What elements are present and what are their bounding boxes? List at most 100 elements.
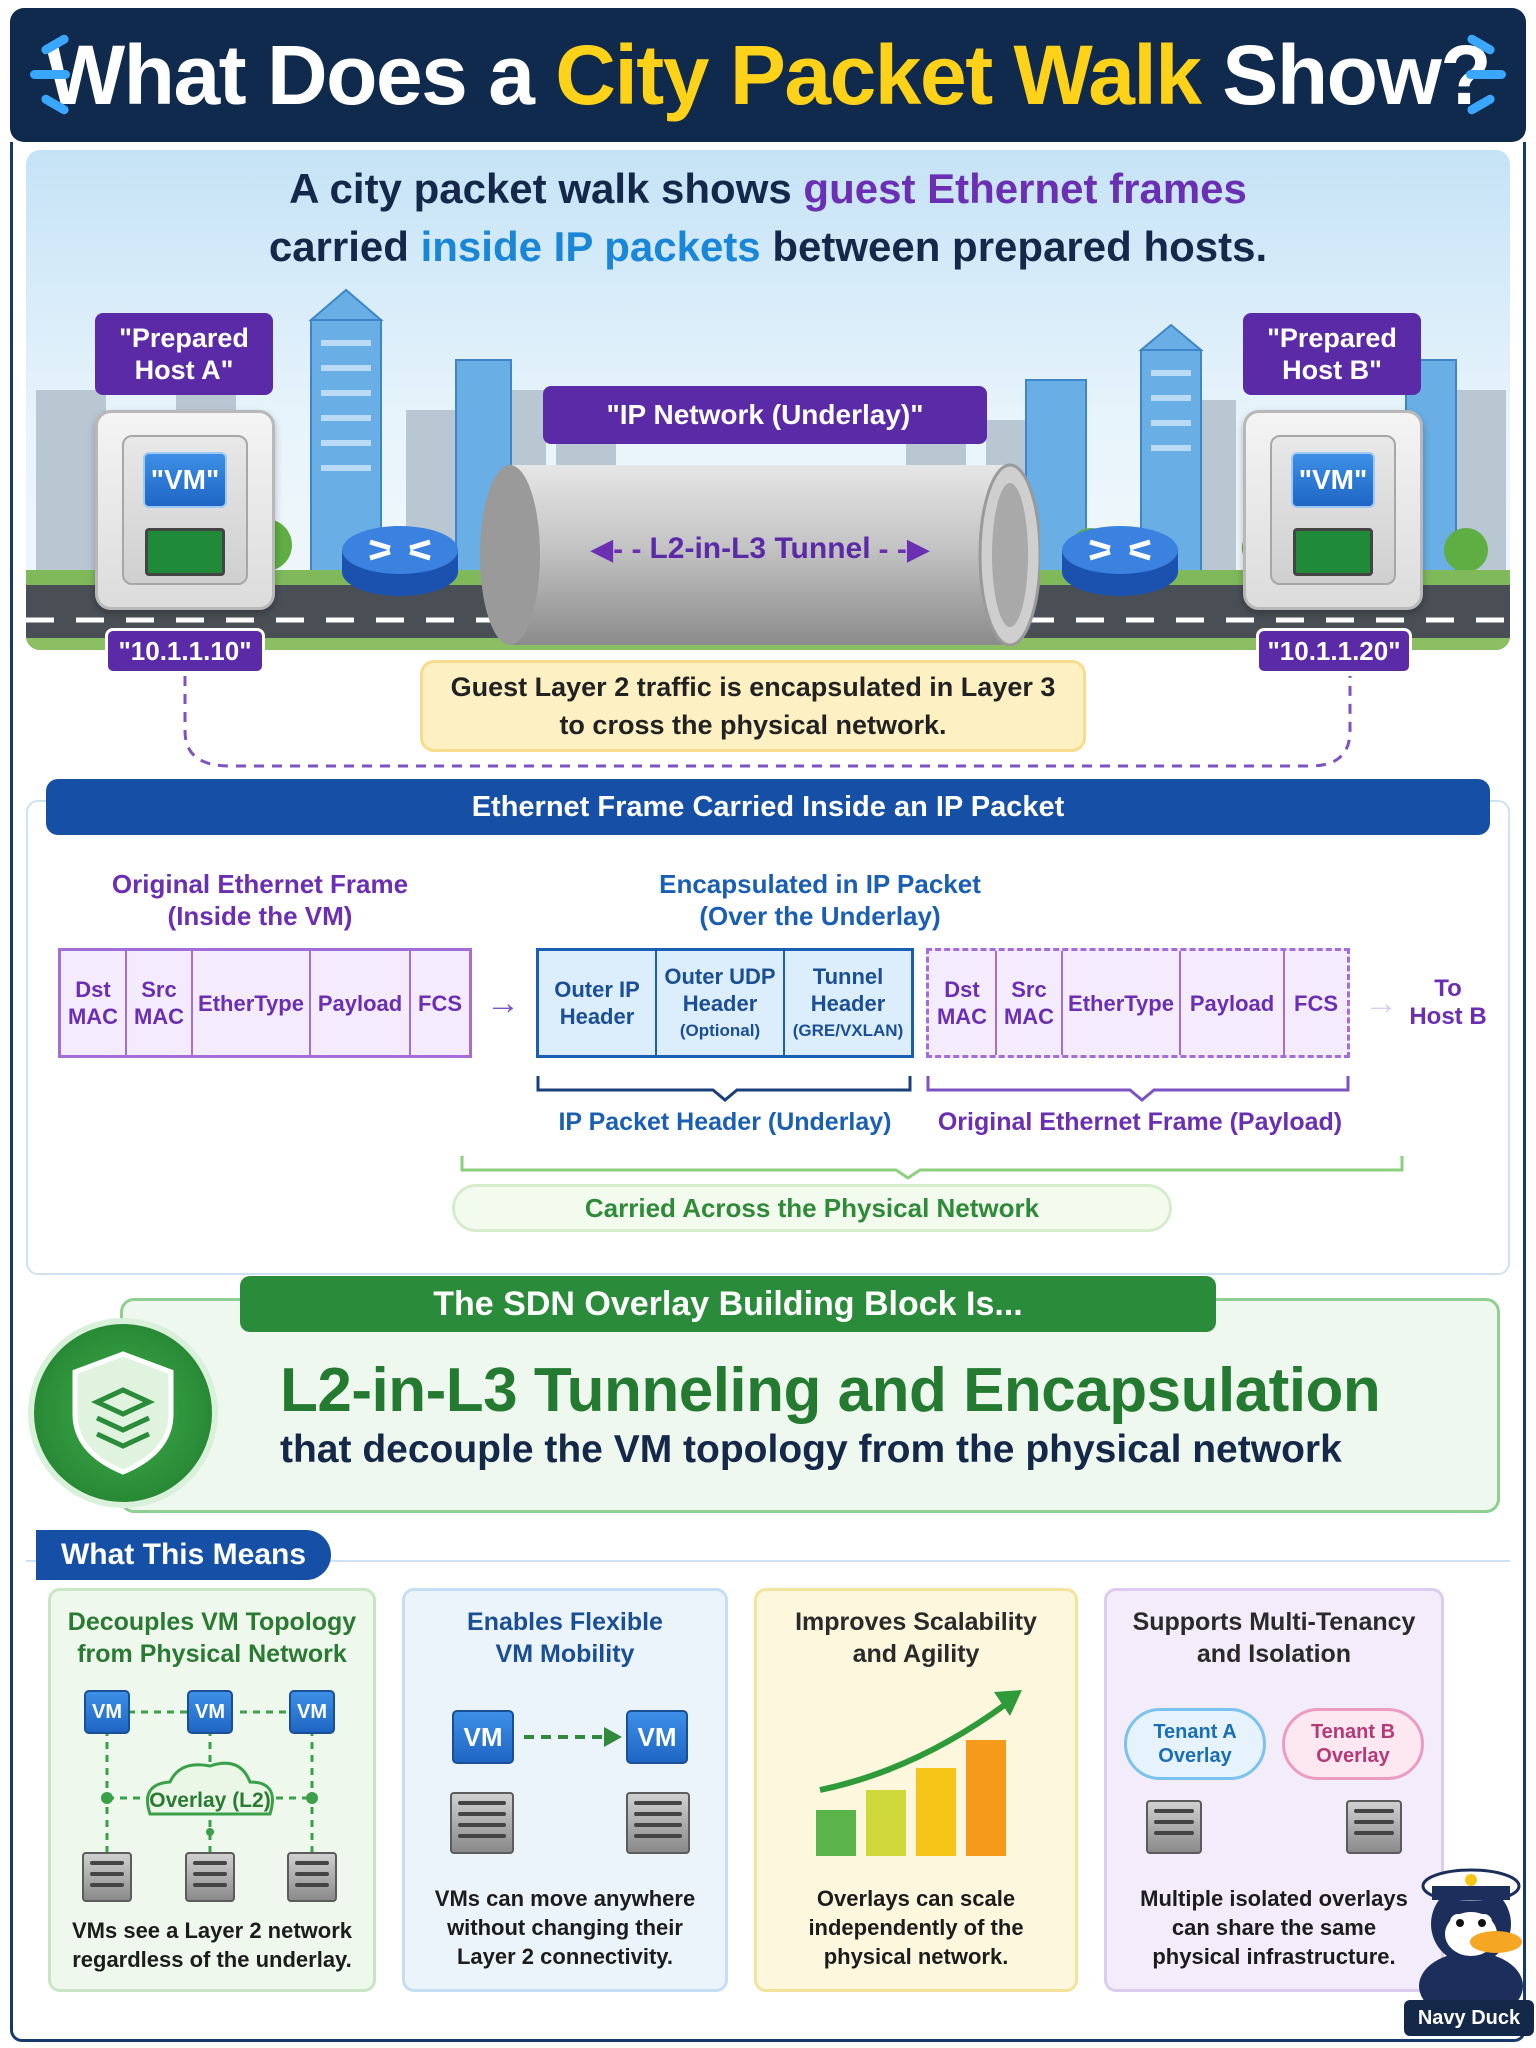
server-icon <box>82 1852 132 1902</box>
host-connector <box>183 676 1352 768</box>
card-text-l2: regardless of the underlay. <box>72 1947 352 1972</box>
card-title-l1: Enables Flexible <box>467 1608 663 1636</box>
server-icon <box>1346 1800 1402 1854</box>
field-l1: Tunnel <box>812 963 884 989</box>
card-text-l1: VMs can move anywhere <box>434 1886 696 1911</box>
arrow-right-faint-icon: → <box>1364 983 1398 1022</box>
brace-payload-label: Original Ethernet Frame (Payload) <box>937 1107 1343 1136</box>
host-a-label: "Prepared Host A" <box>95 313 273 395</box>
orig-frame-label: Original Ethernet Frame (Inside the VM) <box>60 868 460 932</box>
card-scalability-title: Improves Scalability and Agility <box>754 1606 1078 1670</box>
card-mobility-vm-source: VM <box>452 1710 514 1764</box>
sparkle-left-icon <box>30 33 80 116</box>
card-title-l1: Decouples VM Topology <box>67 1608 357 1636</box>
building-block-main: L2-in-L3 Tunneling and Encapsulation <box>280 1356 1381 1425</box>
payload-field-fcs: FCS <box>1285 951 1347 1055</box>
card-multitenancy-title: Supports Multi-Tenancy and Isolation <box>1104 1606 1444 1670</box>
carried-label: Carried Across the Physical Network <box>452 1184 1172 1232</box>
means-section <box>26 1560 1510 2010</box>
card-multitenancy <box>1104 1588 1444 1992</box>
host-a-ip: "10.1.1.10" <box>105 628 265 674</box>
field-l1: FCS <box>1294 990 1338 1016</box>
card-text-l3: physical infrastructure. <box>1152 1944 1396 1969</box>
card-text-l2: independently of the <box>808 1915 1024 1940</box>
field-l1: Outer UDP <box>664 963 776 989</box>
card-decouple-vm-1: VM <box>84 1690 130 1734</box>
host-b-ip: "10.1.1.20" <box>1256 628 1412 674</box>
router-left-icon <box>342 526 458 596</box>
braces <box>460 1076 1404 1180</box>
headline-highlight-purple: guest Ethernet frames <box>803 165 1247 212</box>
field-l1: Dst <box>75 977 111 1002</box>
underlay-label: "IP Network (Underlay)" <box>543 386 987 444</box>
card-title-l2: VM Mobility <box>495 1640 635 1668</box>
field-l2: Header <box>559 1004 635 1029</box>
building-block-sub: that decouple the VM topology from the p… <box>280 1428 1342 1471</box>
encapsulation-note: Guest Layer 2 traffic is encapsulated in… <box>420 660 1086 752</box>
brace-ip-label: IP Packet Header (Underlay) <box>558 1107 892 1136</box>
frame-field-fcs: FCS <box>411 951 469 1055</box>
card-title-l2: and Agility <box>852 1640 980 1668</box>
server-icon <box>185 1852 235 1902</box>
card-text-l3: physical network. <box>823 1944 1009 1969</box>
field-l1: Outer IP <box>554 977 640 1002</box>
frame-field-ethertype: EtherType <box>193 951 311 1055</box>
card-decouple-text: VMs see a Layer 2 network regardless of … <box>48 1916 376 1974</box>
tenant-b-l1: Tenant B <box>1310 1721 1396 1743</box>
orig-frame-label-l1: Original Ethernet Frame <box>111 869 409 899</box>
card-title-l2: from Physical Network <box>77 1640 347 1668</box>
shield-icon <box>72 1351 174 1475</box>
server-icon <box>450 1792 514 1854</box>
card-title-l1: Supports Multi-Tenancy <box>1132 1608 1416 1636</box>
card-mobility-text: VMs can move anywhere without changing t… <box>402 1884 728 1971</box>
card-decouple-title: Decouples VM Topology from Physical Netw… <box>48 1606 376 1670</box>
field-l1: Src <box>1011 977 1047 1002</box>
server-icon <box>287 1852 337 1902</box>
card-text-l2: can share the same <box>1171 1915 1377 1940</box>
headline-text: between prepared hosts. <box>760 223 1268 270</box>
title-part1: What Does a <box>45 27 556 122</box>
note-line1: Guest Layer 2 traffic is encapsulated in… <box>450 672 1056 702</box>
payload-field-ethertype: EtherType <box>1063 951 1181 1055</box>
navy-duck-mascot-icon <box>1419 1868 1523 2016</box>
field-l1: EtherType <box>198 990 304 1016</box>
card-text-l1: Overlays can scale <box>816 1886 1016 1911</box>
tunnel-text: L2-in-L3 Tunnel <box>649 532 871 565</box>
host-b-label: "Prepared Host B" <box>1243 313 1421 395</box>
title-part2: Show? <box>1200 27 1491 122</box>
frame-field-payload: Payload <box>311 951 411 1055</box>
decouple-diagram <box>101 1710 318 1864</box>
headline-text: carried <box>268 223 421 270</box>
sparkle-right-icon <box>1456 33 1506 116</box>
field-l1: FCS <box>418 990 462 1016</box>
enc-packet-label-l2: (Over the Underlay) <box>699 901 941 931</box>
card-text-l1: Multiple isolated overlays <box>1140 1886 1408 1911</box>
host-b-nic-icon <box>1293 528 1373 576</box>
growth-chart-icon <box>816 1690 1022 1856</box>
field-l3: (GRE/VXLAN) <box>792 1020 904 1040</box>
note-line2: to cross the physical network. <box>559 710 947 740</box>
to-host-l1: To <box>1434 975 1462 1002</box>
page-title: What Does a City Packet Walk Show? <box>0 8 1536 142</box>
field-l2: MAC <box>936 1004 988 1029</box>
card-mobility <box>402 1588 728 1992</box>
card-title-l2: and Isolation <box>1196 1640 1352 1668</box>
host-a-nic-icon <box>145 528 225 576</box>
payload-field-payload: Payload <box>1181 951 1285 1055</box>
card-text-l1: VMs see a Layer 2 network <box>71 1918 353 1943</box>
server-icon <box>1146 1800 1202 1854</box>
server-icon <box>626 1792 690 1854</box>
move-arrow-icon <box>524 1727 622 1747</box>
shield-layers-icon <box>28 1318 218 1508</box>
page-frame <box>10 142 1526 2042</box>
card-title-l1: Improves Scalability <box>795 1608 1037 1636</box>
card-text-l2: without changing their <box>447 1915 683 1940</box>
router-right-icon <box>1062 526 1178 596</box>
enc-packet-label: Encapsulated in IP Packet (Over the Unde… <box>620 868 1020 932</box>
field-l2: MAC <box>133 1004 185 1029</box>
host-b-vm: "VM" <box>1291 452 1375 508</box>
